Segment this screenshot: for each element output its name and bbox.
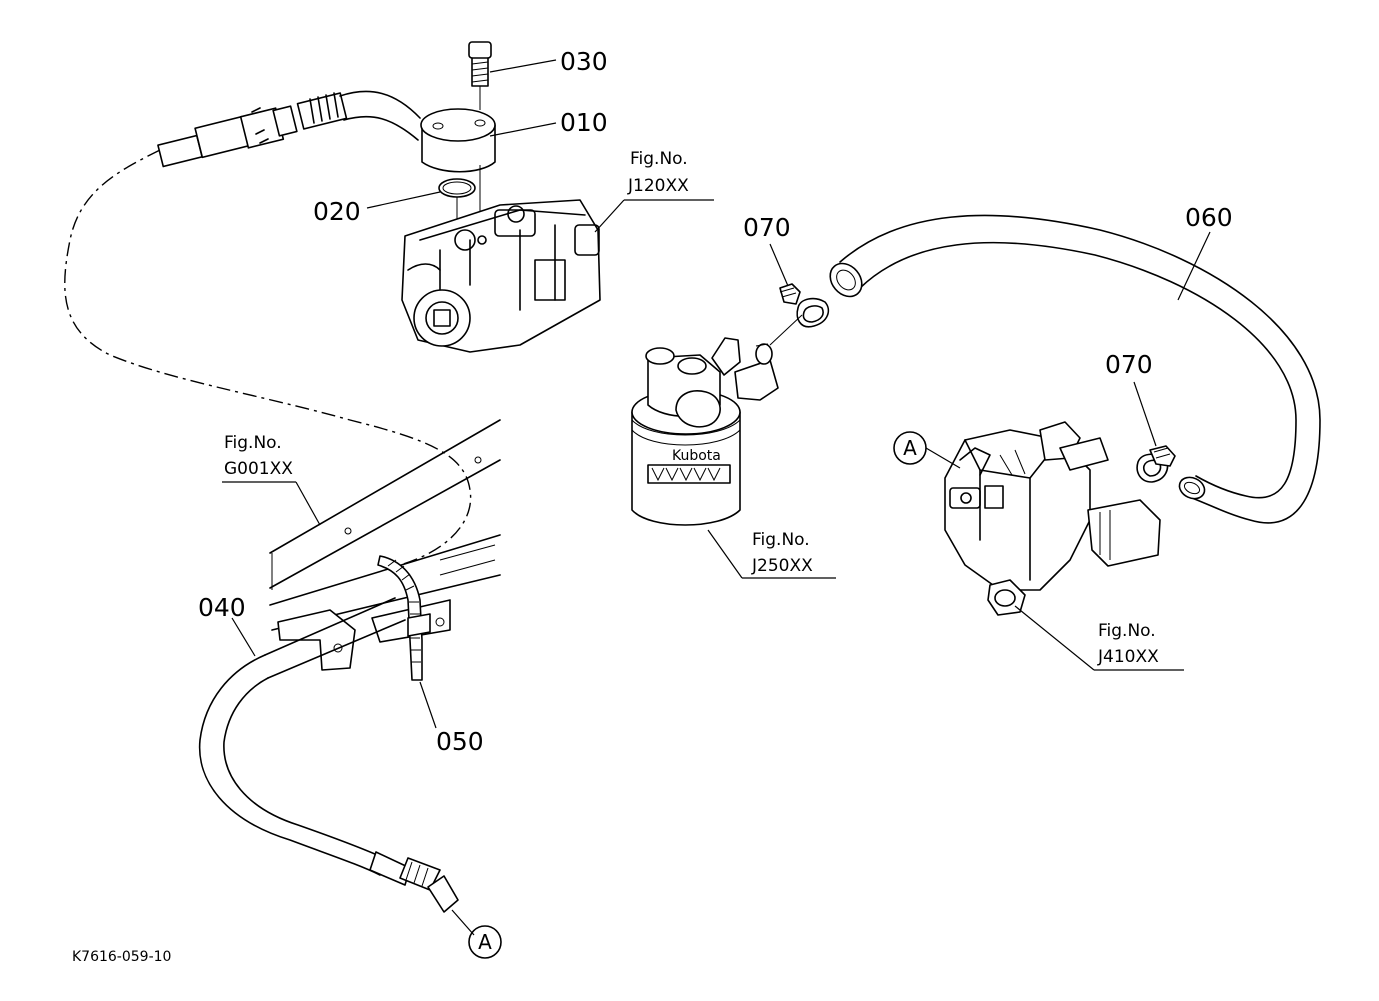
leader-070-upper xyxy=(769,243,789,287)
hose-clamp-070-lower xyxy=(1136,445,1176,483)
callout-030: 030 xyxy=(560,47,608,76)
fuel-filter: Kubota xyxy=(631,337,779,526)
leader-060 xyxy=(1177,231,1211,301)
fig-ref-j410: J410XX xyxy=(1097,647,1159,667)
connection-mark-circle-pump xyxy=(893,431,927,465)
cover-010 xyxy=(420,108,496,173)
hose-040 xyxy=(198,597,459,913)
fuel-hose-060 xyxy=(829,214,1321,524)
leader-j410 xyxy=(1014,605,1095,671)
leader-010 xyxy=(489,122,557,137)
leader-j250 xyxy=(707,529,743,579)
frame-rail xyxy=(269,419,501,671)
fig-ref-j120: J120XX xyxy=(627,176,689,196)
callout-070-upper: 070 xyxy=(743,213,791,242)
leader-a-bottom xyxy=(451,909,475,936)
callout-010: 010 xyxy=(560,108,608,137)
fig-label-j120: Fig.No. xyxy=(630,149,688,169)
o-ring-020 xyxy=(438,178,476,225)
callout-040: 040 xyxy=(198,593,246,622)
filter-brand-text: Kubota xyxy=(672,448,721,464)
hydraulic-pump xyxy=(401,199,601,353)
drawing-id: K7616-059-10 xyxy=(72,949,171,965)
leader-050 xyxy=(419,681,437,729)
injection-pump xyxy=(944,421,1161,616)
callout-060: 060 xyxy=(1185,203,1233,232)
leader-a-pump xyxy=(925,447,961,469)
leader-020 xyxy=(366,191,441,209)
callout-020: 020 xyxy=(313,197,361,226)
callout-050: 050 xyxy=(436,727,484,756)
connection-mark-circle-hose xyxy=(468,925,502,959)
fig-label-j250: Fig.No. xyxy=(752,530,810,550)
bolt-030 xyxy=(468,41,492,110)
hose-clamp-070-upper xyxy=(769,283,830,346)
return-pipe-assembly xyxy=(157,90,421,168)
dashed-fuel-line xyxy=(64,149,472,566)
fig-label-j410: Fig.No. xyxy=(1098,621,1156,641)
cable-tie-050 xyxy=(377,555,431,681)
connection-mark-hose: A xyxy=(478,930,492,954)
leader-070-lower xyxy=(1133,381,1157,447)
fig-ref-j250: J250XX xyxy=(751,556,813,576)
leader-030 xyxy=(489,59,557,73)
leader-040 xyxy=(231,617,256,657)
callout-070-lower: 070 xyxy=(1105,350,1153,379)
leader-g001 xyxy=(295,481,321,526)
connection-mark-pump: A xyxy=(903,436,917,460)
fig-label-g001: Fig.No. xyxy=(224,433,282,453)
fig-ref-g001: G001XX xyxy=(224,459,293,479)
leader-j120 xyxy=(594,199,625,233)
